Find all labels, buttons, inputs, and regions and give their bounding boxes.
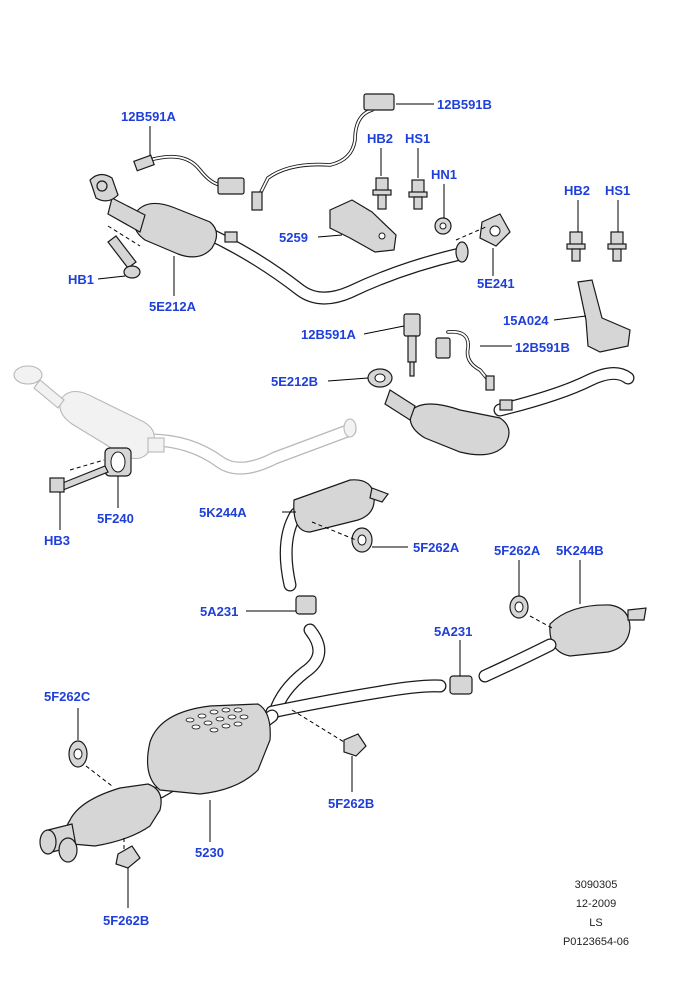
label-5e241[interactable]: 5E241 [477, 276, 515, 291]
oxygen-sensor-12b591a-mid [403, 313, 421, 377]
clamp-5a231-right [449, 675, 473, 695]
isolator-5f262a-left [351, 527, 373, 553]
diagram-reference-block: 3090305 12-2009 LS P0123654-06 [541, 876, 651, 952]
label-hn1[interactable]: HN1 [431, 167, 458, 182]
ghost-converter-assembly [13, 365, 357, 475]
bolt-hs1-right [607, 231, 627, 262]
isolator-5f262c [68, 740, 88, 768]
oxygen-sensor-12b591b-mid [435, 330, 495, 391]
oxygen-sensor-12b591a-top [133, 154, 245, 195]
mount-5f240 [104, 447, 132, 477]
bolt-hb3 [49, 465, 109, 493]
rear-left-silencer [39, 783, 162, 863]
label-5k244a[interactable]: 5K244A [199, 505, 247, 520]
bolt-hs1-upper [408, 179, 428, 210]
diagram-number: 3090305 [574, 879, 618, 891]
label-12b591a-mid[interactable]: 12B591A [301, 327, 356, 342]
isolator-5f262a-right [509, 595, 529, 619]
label-15a024[interactable]: 15A024 [503, 313, 549, 328]
diagram-model-code: LS [589, 917, 603, 929]
label-hs1-upper[interactable]: HS1 [405, 131, 431, 146]
label-5k244b[interactable]: 5K244B [556, 543, 604, 558]
label-5a231-right[interactable]: 5A231 [434, 624, 473, 639]
diagram-date: 12-2009 [575, 898, 617, 910]
label-5230[interactable]: 5230 [195, 845, 224, 860]
isolator-5f262b-bottom [115, 845, 141, 869]
isolator-5f262b-right [343, 733, 367, 757]
label-5259[interactable]: 5259 [279, 230, 308, 245]
label-5f262b-right[interactable]: 5F262B [328, 796, 375, 811]
bracket-15a024 [577, 279, 631, 353]
label-5f262a-right[interactable]: 5F262A [494, 543, 541, 558]
label-5e212a[interactable]: 5E212A [149, 299, 196, 314]
oxygen-sensor-12b591b-top [251, 93, 395, 211]
label-12b591a-top[interactable]: 12B591A [121, 109, 176, 124]
label-5a231-left[interactable]: 5A231 [200, 604, 239, 619]
label-5f240[interactable]: 5F240 [97, 511, 134, 526]
silencer-5k244a [279, 479, 389, 592]
upper-converter-assembly [89, 173, 469, 305]
bracket-5259 [329, 199, 397, 253]
dashed-assembly-lines [69, 225, 553, 852]
label-hb2-right[interactable]: HB2 [564, 183, 591, 198]
leader-lines [59, 103, 619, 908]
label-hb1[interactable]: HB1 [68, 272, 95, 287]
clamp-5a231-left [295, 595, 317, 615]
silencer-5k244b [549, 604, 647, 657]
label-hb2-upper[interactable]: HB2 [367, 131, 394, 146]
gasket-5e241 [479, 213, 511, 247]
nut-hn1 [434, 217, 452, 235]
middle-converter-assembly [367, 367, 635, 456]
label-12b591b-top[interactable]: 12B591B [437, 97, 492, 112]
bolt-hb2-upper [372, 177, 392, 210]
label-5e212b[interactable]: 5E212B [271, 374, 318, 389]
label-5f262b-bottom[interactable]: 5F262B [103, 913, 150, 928]
label-hb3[interactable]: HB3 [44, 533, 71, 548]
label-5f262c[interactable]: 5F262C [44, 689, 91, 704]
label-5f262a-left[interactable]: 5F262A [413, 540, 460, 555]
label-hs1-right[interactable]: HS1 [605, 183, 631, 198]
diagram-part-ref: P0123654-06 [562, 936, 630, 948]
label-12b591b-mid[interactable]: 12B591B [515, 340, 570, 355]
bolt-hb2-right [566, 231, 586, 262]
centre-silencer-5230 [147, 703, 271, 795]
